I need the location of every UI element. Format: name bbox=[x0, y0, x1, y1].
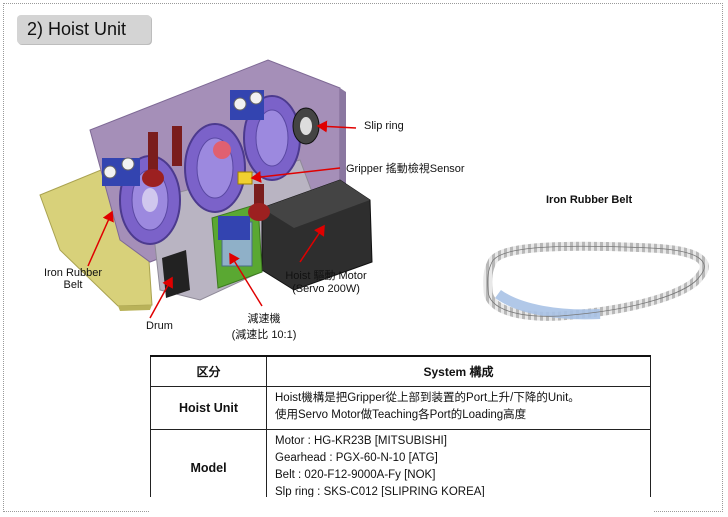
belt-title: Iron Rubber Belt bbox=[546, 194, 633, 206]
label-reducer: 減速機 (減速比 10:1) bbox=[231, 313, 297, 341]
row-label-model: Model bbox=[150, 429, 267, 507]
label-hoist-motor: Hoist 驅動 Motor (Servo 200W) bbox=[285, 270, 367, 295]
label-gripper-sensor: Gripper 搖動檢視Sensor bbox=[346, 163, 465, 175]
content-line: Belt : 020-F12-9000A-Fy [NOK] bbox=[275, 469, 436, 481]
content-line: 使用Servo Motor做Teaching各Port的Loading高度 bbox=[275, 409, 527, 421]
row-content-model: Motor : HG-KR23B [MITSUBISHI] Gearhead :… bbox=[266, 429, 651, 507]
content-line: Slp ring : SKS-C012 [SLIPRING KOREA] bbox=[275, 486, 485, 498]
label-iron-rubber-belt: Iron Rubber Belt bbox=[43, 267, 103, 291]
label-slip-ring: Slip ring bbox=[364, 120, 404, 132]
table-header-row: 区分 System 構成 bbox=[150, 355, 651, 387]
system-spec-table: 区分 System 構成 Hoist Unit Hoist機構是把Gripper… bbox=[150, 355, 651, 507]
label-drum: Drum bbox=[146, 320, 173, 332]
row-label-hoist-unit: Hoist Unit bbox=[150, 386, 267, 430]
row-content-hoist-unit: Hoist機構是把Gripper從上部到装置的Port上升/下降的Unit。 使… bbox=[266, 386, 651, 430]
content-line: Motor : HG-KR23B [MITSUBISHI] bbox=[275, 435, 447, 447]
header-category: 区分 bbox=[150, 355, 267, 387]
page-edge-cutoff bbox=[150, 497, 653, 517]
table-row: Model Motor : HG-KR23B [MITSUBISHI] Gear… bbox=[150, 429, 651, 507]
section-title: 2) Hoist Unit bbox=[17, 15, 151, 44]
content-line: Gearhead : PGX-60-N-10 [ATG] bbox=[275, 452, 438, 464]
table-row: Hoist Unit Hoist機構是把Gripper從上部到装置的Port上升… bbox=[150, 386, 651, 430]
content-line: Hoist機構是把Gripper從上部到装置的Port上升/下降的Unit。 bbox=[275, 392, 580, 404]
header-system: System 構成 bbox=[266, 355, 651, 387]
